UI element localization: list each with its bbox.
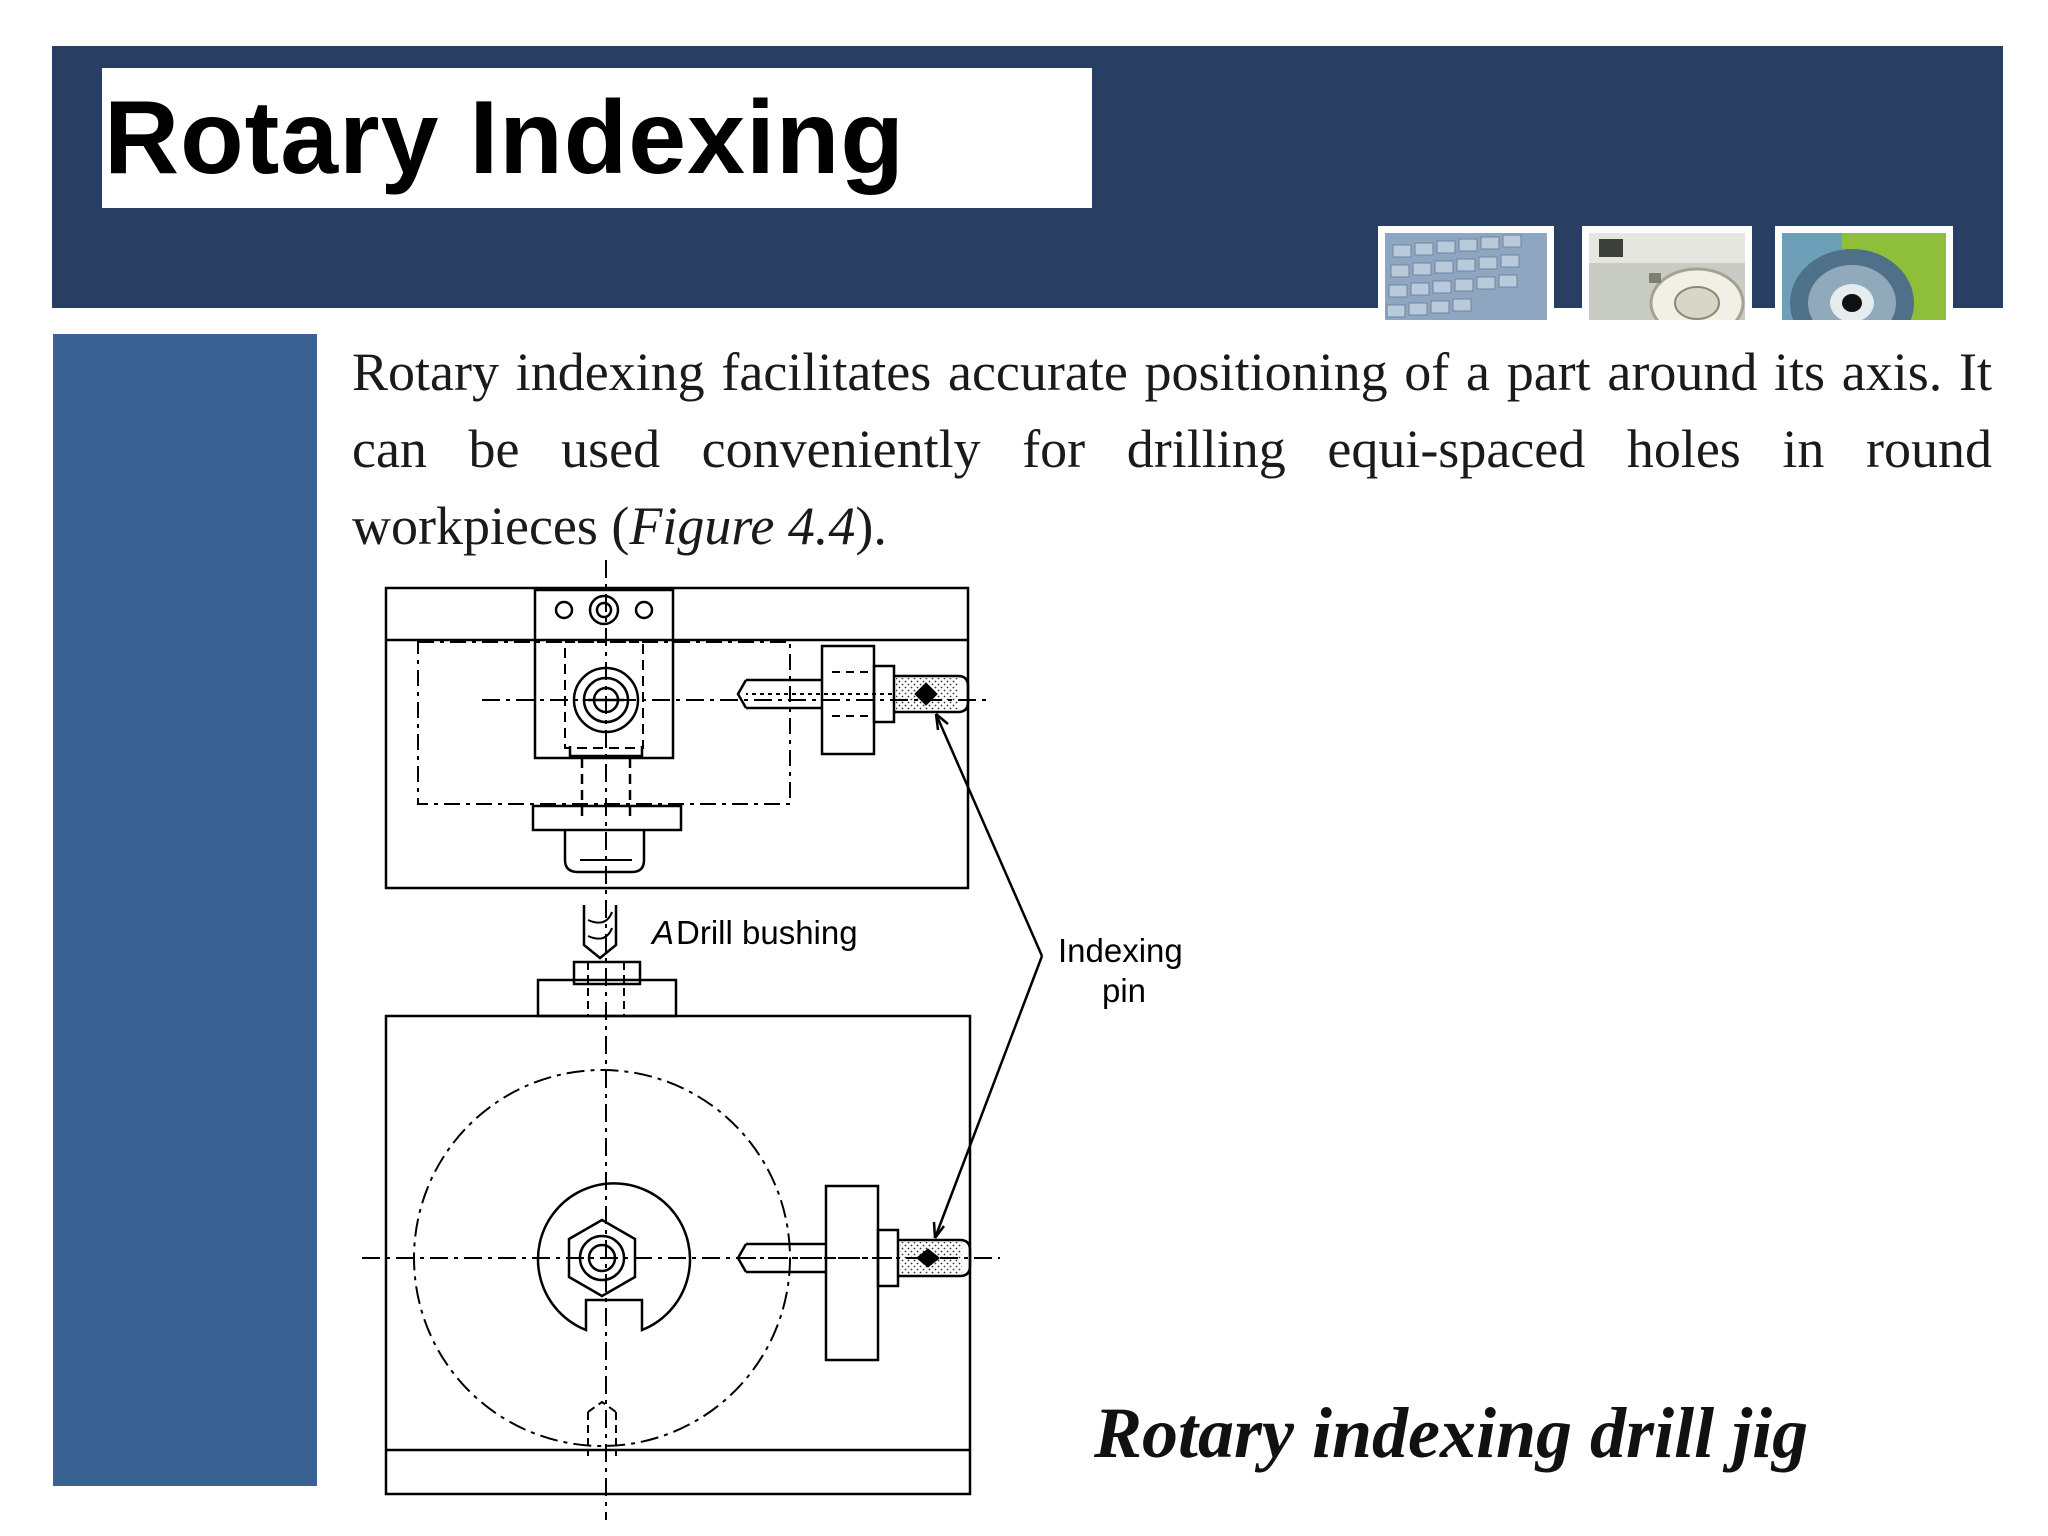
keyboard-photo-thumbnail — [1378, 226, 1554, 320]
label-drill-bushing: Drill bushing — [676, 914, 858, 951]
title-box: Rotary Indexing — [102, 68, 1092, 208]
label-a: A — [650, 914, 674, 951]
intro-paragraph: Rotary indexing facilitates accurate pos… — [352, 334, 1992, 565]
left-accent-bar — [53, 334, 317, 1486]
centre-lines — [362, 560, 1000, 1520]
figure-caption: Rotary indexing drill jig — [1094, 1393, 1809, 1473]
drill-bit — [582, 905, 618, 960]
top-view — [384, 586, 970, 890]
front-view — [384, 960, 972, 1496]
slide-title: Rotary Indexing — [104, 80, 905, 196]
indexing-pin-leaders — [932, 713, 1044, 1239]
machine-photo-thumbnail — [1582, 226, 1752, 320]
disc-photo-thumbnail — [1775, 226, 1953, 320]
label-pin: pin — [1102, 972, 1146, 1009]
rotary-indexing-jig-drawing: A Drill bushing Indexing pin — [362, 560, 1183, 1520]
label-indexing: Indexing — [1058, 932, 1183, 969]
figure-reference: Figure 4.4 — [629, 496, 856, 556]
intro-text-part1: Rotary indexing facilitates accurate pos… — [352, 342, 1992, 556]
intro-text-part2: ). — [855, 496, 887, 556]
